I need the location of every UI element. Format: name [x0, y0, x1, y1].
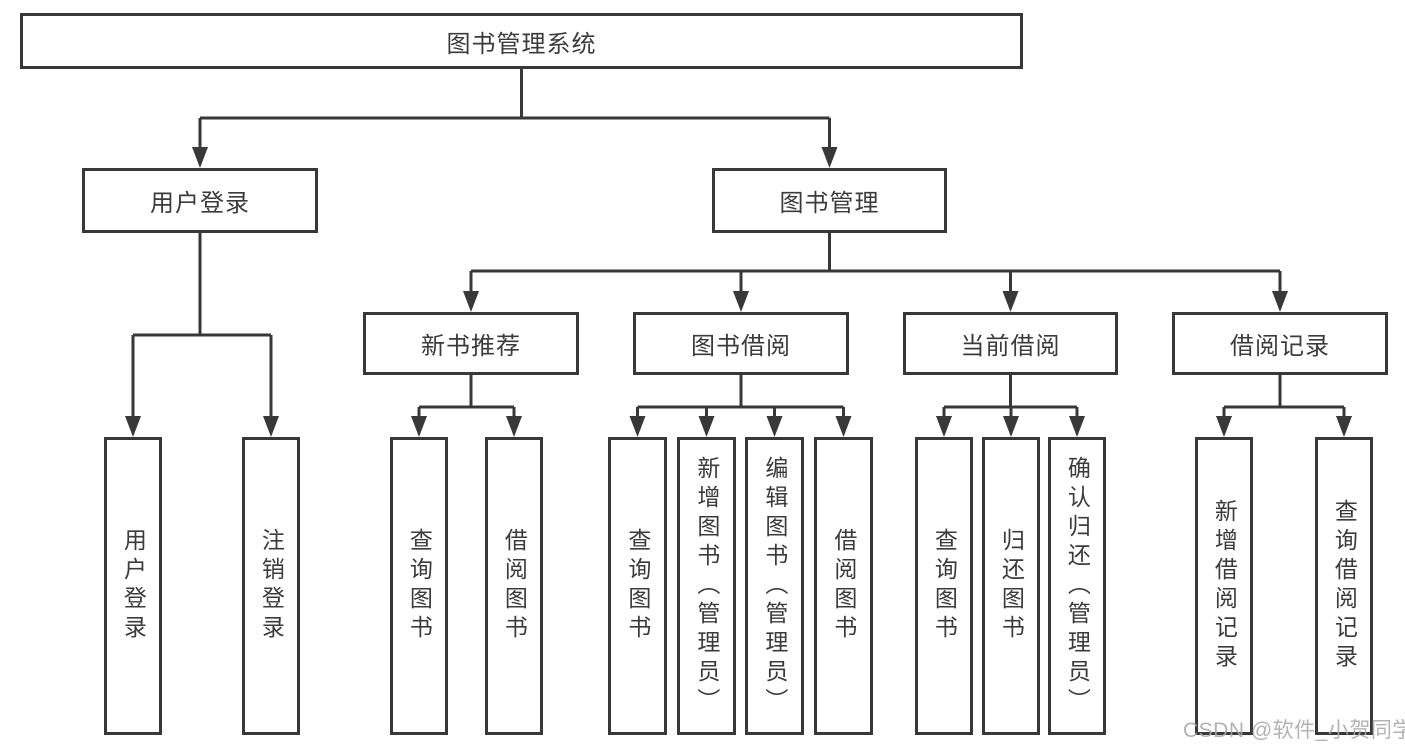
arrowhead-icon — [1216, 416, 1232, 437]
node-leaf-return-book: 归还图书 — [982, 437, 1040, 735]
node-label: 查询图书 — [624, 528, 651, 644]
arrowhead-icon — [821, 147, 838, 168]
arrowhead-icon — [698, 416, 715, 437]
node-leaf-confirm-return: 确认归还（管理员） — [1048, 437, 1106, 735]
node-label: 归还图书 — [998, 528, 1025, 644]
arrowhead-icon — [125, 416, 141, 437]
watermark: CSDN @软件_小贺同学 — [1183, 719, 1405, 742]
node-label: 图书管理系统 — [446, 30, 597, 58]
node-label: 编辑图书（管理员） — [761, 455, 788, 717]
arrowhead-icon — [1069, 416, 1085, 437]
node-leaf-query-book-3: 查询图书 — [915, 437, 973, 735]
arrowhead-icon — [192, 147, 208, 168]
node-label: 确认归还（管理员） — [1064, 455, 1091, 717]
node-label: 当前借阅 — [960, 333, 1061, 360]
arrowhead-icon — [936, 416, 952, 437]
node-leaf-add-book: 新增图书（管理员） — [677, 437, 736, 735]
arrowhead-icon — [1272, 291, 1288, 312]
node-leaf-query-book-2: 查询图书 — [608, 437, 667, 735]
node-label: 新书推荐 — [421, 333, 521, 360]
node-book-borrow: 图书借阅 — [633, 312, 849, 375]
arrowhead-icon — [1336, 416, 1352, 437]
node-user-login: 用户登录 — [82, 168, 318, 233]
node-leaf-edit-book: 编辑图书（管理员） — [745, 437, 804, 735]
node-book-mgmt: 图书管理 — [712, 168, 947, 233]
arrowhead-icon — [629, 416, 646, 437]
arrowhead-icon — [463, 291, 479, 312]
node-label: 图书管理 — [779, 190, 880, 217]
node-label: 查询图书 — [406, 528, 433, 644]
node-label: 用户登录 — [150, 190, 250, 217]
node-leaf-add-borrow-record: 新增借阅记录 — [1195, 437, 1253, 735]
node-label: 新增图书（管理员） — [693, 455, 720, 717]
node-leaf-query-borrow-record: 查询借阅记录 — [1315, 437, 1373, 735]
node-leaf-borrow-book-2: 借阅图书 — [814, 437, 873, 735]
arrowhead-icon — [411, 416, 427, 437]
node-new-book-rec: 新书推荐 — [363, 312, 579, 375]
node-label: 用户登录 — [120, 528, 147, 644]
node-borrow-records: 借阅记录 — [1172, 312, 1388, 375]
node-label: 新增借阅记录 — [1211, 499, 1238, 673]
arrowhead-icon — [506, 416, 522, 437]
node-label: 查询借阅记录 — [1331, 499, 1358, 673]
node-label: 借阅图书 — [830, 528, 857, 644]
node-label: 查询图书 — [931, 528, 958, 644]
arrowhead-icon — [263, 416, 279, 437]
arrowhead-icon — [733, 291, 749, 312]
node-leaf-query-book-1: 查询图书 — [390, 437, 448, 735]
arrowhead-icon — [835, 416, 852, 437]
node-root: 图书管理系统 — [20, 13, 1023, 69]
node-current-borrow: 当前借阅 — [903, 312, 1118, 375]
node-label: 借阅记录 — [1230, 333, 1330, 360]
arrowhead-icon — [1002, 291, 1019, 312]
node-leaf-logout: 注销登录 — [242, 437, 300, 735]
arrowhead-icon — [1003, 416, 1019, 437]
node-leaf-borrow-book-1: 借阅图书 — [485, 437, 543, 735]
node-label: 借阅图书 — [501, 528, 528, 644]
arrowhead-icon — [766, 416, 783, 437]
node-leaf-user-login: 用户登录 — [104, 437, 162, 735]
node-label: 注销登录 — [258, 528, 285, 644]
node-label: 图书借阅 — [691, 333, 791, 360]
